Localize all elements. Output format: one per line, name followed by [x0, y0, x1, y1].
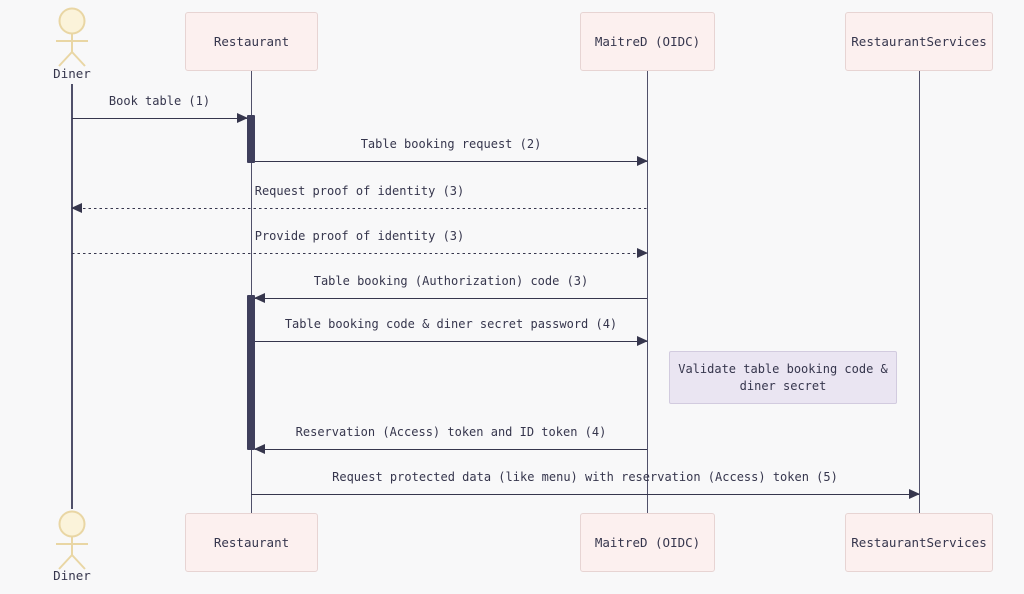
arrowhead-left-icon — [254, 293, 265, 303]
lifeline-diner — [71, 84, 73, 509]
arrowhead-right-icon — [637, 248, 648, 258]
message-label: Request protected data (like menu) with … — [332, 470, 838, 484]
message-authorization-code: Table booking (Authorization) code (3) — [254, 273, 647, 303]
message-label: Provide proof of identity (3) — [254, 229, 465, 243]
note-validate-booking: Validate table booking code & diner secr… — [669, 351, 897, 404]
message-line — [251, 493, 919, 495]
message-request-protected-data: Request protected data (like menu) with … — [251, 469, 920, 499]
activation-bar-restaurant-2 — [247, 295, 255, 450]
message-line — [255, 340, 647, 342]
arrowhead-left-icon — [71, 203, 82, 213]
participant-label: MaitreD (OIDC) — [594, 34, 701, 49]
arrowhead-right-icon — [237, 113, 248, 123]
lifeline-restaurantservices — [918, 71, 921, 513]
message-line — [255, 297, 647, 299]
actor-label-diner-bottom: Diner — [53, 568, 91, 583]
message-label: Table booking code & diner secret passwo… — [284, 317, 618, 331]
note-text: Validate table booking code & diner secr… — [678, 361, 888, 393]
lifeline-restaurant — [250, 71, 253, 513]
message-provide-proof-identity: Provide proof of identity (3) — [72, 228, 648, 258]
message-line-dashed — [72, 207, 647, 209]
lifeline-maitred — [646, 71, 649, 513]
participant-label: Restaurant — [213, 535, 290, 550]
message-label: Book table (1) — [108, 94, 211, 108]
participant-label: Restaurant — [213, 34, 290, 49]
participant-restaurant-top: Restaurant — [185, 12, 318, 71]
message-label: Table booking request (2) — [360, 137, 542, 151]
message-line — [255, 448, 647, 450]
message-label: Request proof of identity (3) — [254, 184, 465, 198]
actor-label-diner-top: Diner — [53, 66, 91, 81]
actor-figure-diner-bottom — [56, 510, 88, 570]
message-code-and-secret: Table booking code & diner secret passwo… — [255, 316, 648, 346]
message-request-proof-identity: Request proof of identity (3) — [71, 183, 647, 213]
message-label: Table booking (Authorization) code (3) — [313, 274, 589, 288]
arrowhead-right-icon — [637, 336, 648, 346]
message-reservation-token: Reservation (Access) token and ID token … — [254, 424, 647, 454]
participant-restaurantservices-bottom: RestaurantServices — [845, 513, 993, 572]
actor-figure-diner-top — [56, 7, 88, 67]
arrowhead-left-icon — [254, 444, 265, 454]
message-label: Reservation (Access) token and ID token … — [295, 425, 607, 439]
message-line — [72, 117, 247, 119]
participant-label: RestaurantServices — [851, 535, 987, 550]
arrowhead-right-icon — [909, 489, 920, 499]
participant-restaurant-bottom: Restaurant — [185, 513, 318, 572]
participant-maitred-bottom: MaitreD (OIDC) — [580, 513, 715, 572]
message-line — [255, 160, 647, 162]
message-book-table: Book table (1) — [72, 93, 248, 123]
participant-label: RestaurantServices — [851, 34, 987, 49]
activation-bar-restaurant-1 — [247, 115, 255, 163]
participant-maitred-top: MaitreD (OIDC) — [580, 12, 715, 71]
arrowhead-right-icon — [637, 156, 648, 166]
message-line-dashed — [72, 252, 647, 254]
message-table-booking-request: Table booking request (2) — [255, 136, 648, 166]
participant-restaurantservices-top: RestaurantServices — [845, 12, 993, 71]
participant-label: MaitreD (OIDC) — [594, 535, 701, 550]
